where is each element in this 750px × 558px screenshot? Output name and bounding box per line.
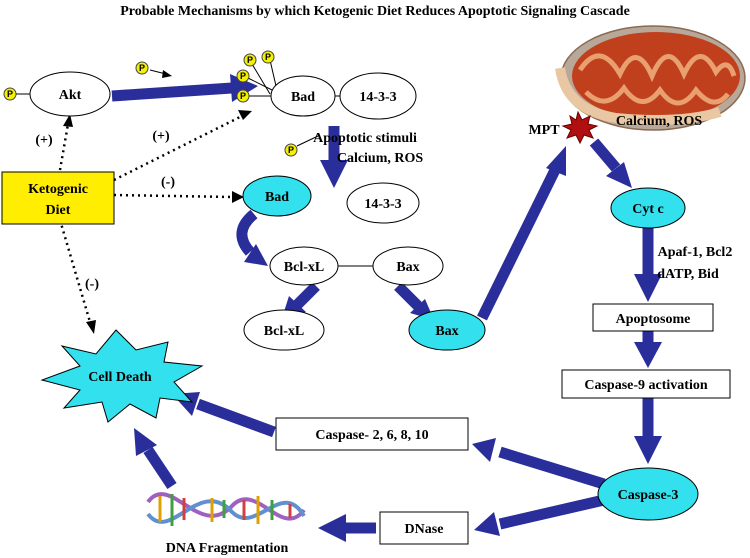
phosphate-icon [236,69,250,83]
arrow-bax-to-mpt [477,146,566,321]
mpt-label: MPT [528,123,560,138]
arrow-mpt-to-cytc [589,138,632,188]
arrow-dna-to-death [134,428,177,490]
arrow-casp9-to-casp3 [634,398,662,464]
dnase-label: DNase [405,522,444,537]
node-ketogenic-diet: Ketogenic Diet [1,171,115,225]
node-bcl-xl-free: Bcl-xL [243,309,325,351]
cofactors-line2: dATP, Bid [657,267,719,282]
calcium-ros-left-label: Calcium, ROS [337,151,424,166]
arrow-bad-release [320,126,348,188]
dna-fragmentation-label: DNA Fragmentation [166,541,289,556]
phosphate-released: P [284,135,319,157]
protein-14-3-3-free-label: 14-3-3 [364,197,401,212]
phosphate-label: P [240,91,246,101]
pore-star-icon [561,110,599,145]
apoptosome-label: Apoptosome [616,312,691,327]
ketogenic-line2: Diet [46,203,71,218]
node-bax-free: Bax [408,309,486,351]
node-dnase: DNase [379,511,469,545]
node-14-3-3-free: 14-3-3 [346,182,420,224]
cyt-c-label: Cyt c [632,202,664,217]
minus-bad-label: (-) [161,175,175,190]
phosphate-group-akt: P [3,87,30,101]
plus-bad-label: (+) [152,129,170,144]
arrow-cytc-to-apoptosome [634,228,662,302]
phosphate-label: P [7,89,13,99]
caspases-other-label: Caspase- 2, 6, 8, 10 [315,428,428,443]
phosphate-label: P [240,71,246,81]
arrow-akt-to-bad [111,74,258,102]
bcl-xl-complex-label: Bcl-xL [284,260,324,275]
arrow-bad-to-complex [236,209,268,266]
phosphate-label: P [288,145,294,155]
bax-complex-label: Bax [396,260,419,275]
starburst-icon [40,329,204,423]
dna-helix-icon [146,492,306,526]
bad-top-label: Bad [291,90,315,105]
caspase-3-label: Caspase-3 [618,488,679,503]
signal-arrows [111,74,662,542]
node-bad-complex: Bad 14-3-3 [270,72,417,120]
node-cell-death: Cell Death [40,329,204,423]
arrow-apoptosome-to-casp9 [634,330,662,368]
node-bad-free: Bad [242,175,312,217]
phosphate-label: P [265,52,271,62]
arrow-casp3-to-caspases [472,438,606,490]
phosphate-icon [243,53,257,67]
ketogenic-line1: Ketogenic [28,182,88,197]
phosphate-cluster-bad: P P P P [236,50,277,103]
plus-akt-label: (+) [35,133,53,148]
protein-14-3-3-top-label: 14-3-3 [359,90,396,105]
node-caspases-other: Caspase- 2, 6, 8, 10 [275,417,469,451]
phosphate-incoming: P [135,61,172,78]
cofactors-line1: Apaf-1, Bcl2 [658,245,733,260]
mitochondrion-icon [555,25,746,131]
node-bcl-bax-complex: Bcl-xL Bax [269,246,444,286]
phosphate-icon [236,89,250,103]
bad-free-label: Bad [265,190,289,205]
ketogenic-dotted-arrows [58,110,252,334]
phosphate-icon [135,61,149,75]
node-apoptosome: Apoptosome [592,303,714,332]
mpt-pore: MPT Calcium, ROS [528,110,703,145]
arrow-casp3-to-dnase [474,494,606,536]
cell-death-label: Cell Death [88,370,152,385]
minus-death-label: (-) [85,277,99,292]
bcl-xl-free-label: Bcl-xL [264,324,304,339]
bax-free-label: Bax [435,324,458,339]
arrow-dnase-to-dna [318,514,376,542]
node-caspase-9: Caspase-9 activation [561,369,731,399]
phosphate-icon [261,50,275,64]
node-caspase-3: Caspase-3 [597,467,699,521]
phosphate-label: P [247,55,253,65]
node-cyt-c: Cyt c [610,187,686,229]
calcium-ros-mito-label: Calcium, ROS [616,114,703,129]
diagram-title: Probable Mechanisms by which Ketogenic D… [120,4,630,19]
phosphate-icon [284,143,298,157]
node-akt: Akt [29,71,111,117]
apoptotic-stimuli-label: Apoptotic stimuli [313,131,417,146]
phosphate-label: P [139,63,145,73]
akt-label: Akt [59,88,82,103]
caspase-9-label: Caspase-9 activation [584,378,707,393]
